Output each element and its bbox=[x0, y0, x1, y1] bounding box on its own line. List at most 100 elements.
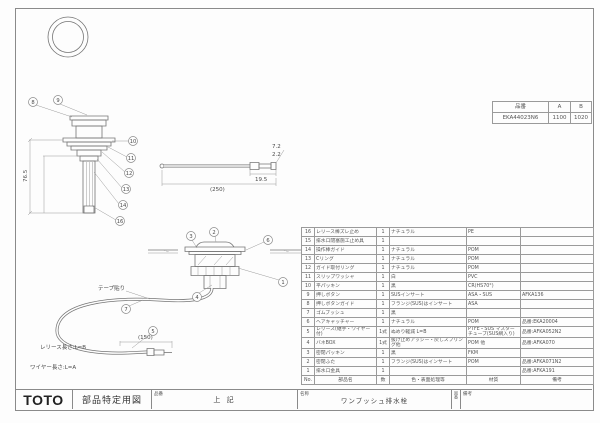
part-material: POM 他 bbox=[466, 337, 521, 349]
dim-height: 76.5 bbox=[23, 169, 29, 182]
button-top-view bbox=[48, 17, 88, 57]
part-qty: 1 bbox=[376, 236, 390, 246]
size-b-value: 1020 bbox=[570, 112, 592, 124]
part-no: 13 bbox=[301, 254, 315, 264]
button-unit-section: 76.5 bbox=[23, 116, 115, 215]
part-material bbox=[466, 366, 521, 376]
part-material: PTFE・SUS マスターチューブ(SUS網入り) bbox=[466, 326, 521, 338]
part-name: バネBOX bbox=[314, 337, 377, 349]
part-remarks bbox=[520, 236, 594, 246]
header-qty: 数 bbox=[376, 375, 390, 385]
part-qty: 1 bbox=[376, 366, 390, 376]
part-material: POM bbox=[466, 263, 521, 273]
callout-13: 13 bbox=[123, 187, 130, 193]
name-cell: 名称 ワンプッシュ排水栓 bbox=[298, 390, 452, 409]
part-no: 6 bbox=[301, 317, 315, 327]
part-no: 9 bbox=[301, 290, 315, 300]
header-material: 材質 bbox=[466, 375, 521, 385]
part-no: 8 bbox=[301, 299, 315, 309]
parts-table-header-row: No. 部品名 数 色・表面処理等 材質 備考 bbox=[301, 375, 594, 385]
part-name: 排水口閉塞施工止め具 bbox=[314, 236, 377, 246]
part-name: スリップワッシャ bbox=[314, 272, 377, 282]
part-remarks bbox=[520, 281, 594, 291]
part-remarks: 品番:EKA20004 bbox=[520, 317, 594, 327]
part-remarks bbox=[520, 348, 594, 358]
size-a-value: 1100 bbox=[548, 112, 571, 124]
part-color bbox=[389, 236, 467, 246]
callout-2: 2 bbox=[212, 230, 215, 236]
part-remarks: 品番:AFKA191 bbox=[520, 366, 594, 376]
part-qty: 1 bbox=[376, 254, 390, 264]
part-name: ゴムブッシュ bbox=[314, 308, 377, 318]
part-remarks bbox=[520, 254, 594, 264]
dim-end: (150) bbox=[138, 335, 153, 341]
dim-dia-large: 7.2 bbox=[272, 144, 281, 150]
part-name: レリース棒ズレ止め bbox=[314, 227, 377, 237]
dim-connector: 19.5 bbox=[255, 177, 268, 183]
part-color: ナチュラル bbox=[389, 227, 467, 237]
part-no: 10 bbox=[301, 281, 315, 291]
part-name: Cリング bbox=[314, 254, 377, 264]
header-no: No. bbox=[301, 375, 315, 385]
part-material: POM bbox=[466, 254, 521, 264]
part-remarks bbox=[520, 245, 594, 255]
header-remarks: 備考 bbox=[520, 375, 594, 385]
callout-11: 11 bbox=[128, 156, 135, 162]
label-wire-length: ワイヤー長さ:L=A bbox=[30, 364, 76, 371]
part-qty: 1 bbox=[376, 272, 390, 282]
part-remarks: 品番:AFKA070 bbox=[520, 337, 594, 349]
part-qty: 1 bbox=[376, 308, 390, 318]
callout-14: 14 bbox=[120, 203, 127, 209]
part-color: フランジ(SUS)はインサート bbox=[389, 299, 467, 309]
drain-assembly: (150) テープ貼り レリース長さ:L=B ワイヤー長さ:L=A bbox=[30, 242, 302, 371]
part-no: 15 bbox=[301, 236, 315, 246]
callout-12: 12 bbox=[126, 171, 133, 177]
part-qty: 1式 bbox=[376, 337, 390, 349]
remarks-label: 備考 bbox=[463, 392, 472, 397]
size-table: 品番 A B EKA44023N6 1100 1020 bbox=[492, 101, 592, 124]
callout-1: 1 bbox=[281, 280, 284, 286]
name-value: ワンプッシュ排水栓 bbox=[340, 396, 409, 405]
part-no: 14 bbox=[301, 245, 315, 255]
part-name: レリース(継手・ワイヤー付) bbox=[314, 326, 377, 338]
size-table-row: EKA44023N6 1100 1020 bbox=[492, 112, 592, 124]
callout-6: 6 bbox=[266, 238, 269, 244]
part-no-value: 上 記 bbox=[213, 395, 236, 404]
callout-7: 7 bbox=[124, 307, 127, 313]
part-qty: 1 bbox=[376, 299, 390, 309]
title-block: TOTO 部品特定用図 品番 上 記 名称 ワンプッシュ排水栓 図番 備考 bbox=[15, 389, 592, 409]
callouts: 8 9 10 11 12 13 14 16 3 2 6 1 4 7 5 bbox=[29, 96, 288, 349]
size-col-a: A bbox=[548, 101, 571, 113]
part-name: 押しボタンガイド bbox=[314, 299, 377, 309]
header-name: 部品名 bbox=[314, 375, 377, 385]
part-remarks bbox=[520, 227, 594, 237]
part-color: SUSインサート bbox=[389, 290, 467, 300]
part-qty: 1 bbox=[376, 317, 390, 327]
part-no: 1 bbox=[301, 366, 315, 376]
part-material: POM bbox=[466, 357, 521, 367]
part-remarks bbox=[520, 263, 594, 273]
part-name: ヘアキャッチャー bbox=[314, 317, 377, 327]
part-qty: 1 bbox=[376, 357, 390, 367]
size-col-part: 品番 bbox=[492, 101, 549, 113]
part-material: PE bbox=[466, 227, 521, 237]
label-tape: テープ貼り bbox=[98, 284, 125, 292]
part-material: ASA bbox=[466, 299, 521, 309]
release-detail: 7.2 2.2 19.5 (250) bbox=[160, 144, 284, 193]
part-qty: 1 bbox=[376, 290, 390, 300]
dim-cable: (250) bbox=[210, 187, 225, 193]
part-no: 3 bbox=[301, 348, 315, 358]
part-no: 2 bbox=[301, 357, 315, 367]
